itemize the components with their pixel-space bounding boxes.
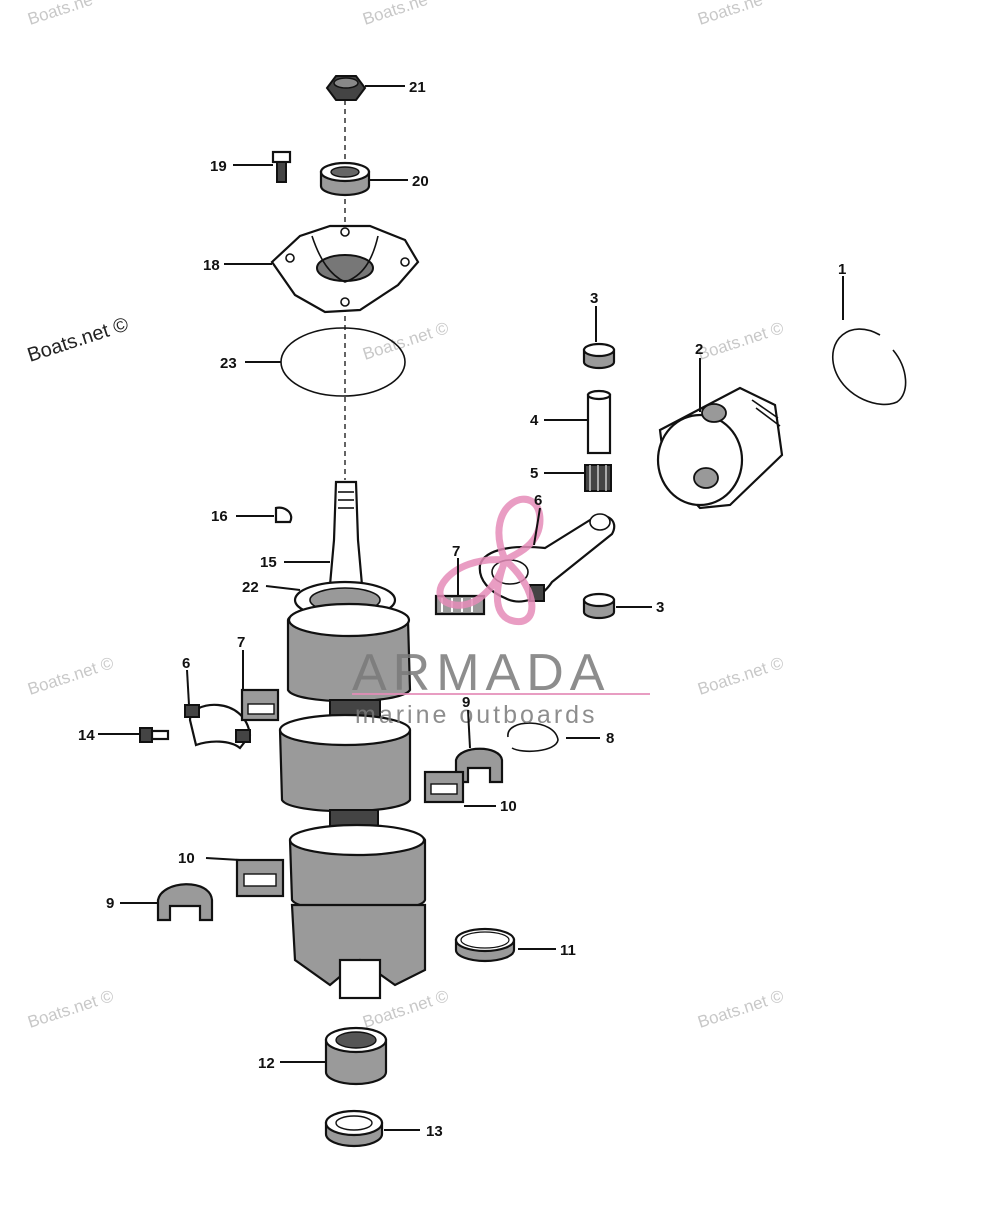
callout-label: 4 [530, 412, 539, 429]
part-crankshaft [278, 480, 427, 1000]
part-pin-retainer-bottom [582, 592, 616, 620]
brand-name: ARMADA [352, 644, 610, 702]
watermark-text: Boats.net © [360, 318, 451, 364]
callout-label: 19 [210, 158, 227, 175]
callout-label: 3 [656, 599, 664, 616]
callout-label: 16 [211, 508, 228, 525]
callout-label: 6 [534, 492, 542, 509]
callout-label: 7 [237, 634, 245, 651]
brand-tagline: marine outboards [355, 701, 598, 729]
leader-lines [98, 85, 844, 1131]
part-bearing-cage-lower-left [235, 858, 285, 898]
callout-label: 2 [695, 341, 703, 358]
watermark-text: Boats.net © [695, 653, 786, 699]
callout-label: 9 [462, 694, 470, 711]
part-retaining-ring [507, 722, 559, 753]
callout-label: 1 [838, 261, 846, 278]
part-bearing-cage-right [423, 770, 465, 804]
watermark-text: Boats.net © [25, 653, 116, 699]
part-piston-pin [586, 389, 612, 455]
callout-label: 6 [182, 655, 190, 672]
part-pin-retainer-top [582, 342, 616, 370]
callout-label: 10 [500, 798, 517, 815]
part-nut [325, 75, 367, 101]
callout-label: 7 [452, 543, 460, 560]
callout-label: 10 [178, 850, 195, 867]
callout-numbers: 1 2 3 3 4 5 6 6 7 7 8 9 9 10 10 11 12 13… [78, 79, 846, 1140]
callout-label: 3 [590, 290, 598, 307]
callout-label: 12 [258, 1055, 275, 1072]
part-piston [656, 386, 784, 510]
part-rod-cap [184, 703, 252, 750]
callout-label: 22 [242, 579, 259, 596]
part-o-ring [280, 327, 406, 397]
callout-label: 14 [78, 727, 95, 744]
armada-logo: ARMADA marine outboards [352, 495, 650, 729]
part-needle-bearing [584, 464, 612, 492]
watermark-text: Boats.ne [25, 0, 95, 29]
callout-label: 8 [606, 730, 614, 747]
part-seal-ring [454, 927, 516, 963]
part-bearing-cage-left [240, 688, 280, 722]
watermark-text: Boats.net © [25, 313, 132, 366]
callout-label: 15 [260, 554, 277, 571]
callout-label: 23 [220, 355, 237, 372]
watermark-text: Boats.net © [695, 318, 786, 364]
part-seal [319, 161, 371, 197]
callout-label: 21 [409, 79, 426, 96]
part-lower-seal [324, 1109, 384, 1148]
callout-label: 5 [530, 465, 538, 482]
watermark-text: Boats.net © [695, 986, 786, 1032]
part-roller-bearing [324, 1026, 388, 1086]
callout-label: 18 [203, 257, 220, 274]
part-screw [139, 727, 170, 743]
watermark-text: Boats.net © [25, 986, 116, 1032]
part-bolt-top [271, 150, 292, 183]
callout-label: 20 [412, 173, 429, 190]
callout-label: 13 [426, 1123, 443, 1140]
part-woodruff-key [274, 506, 293, 524]
part-bearing-half-lower-left [156, 883, 214, 922]
watermark-text: Boats.ne [695, 0, 765, 29]
propeller-mark [436, 495, 544, 626]
callout-label: 11 [560, 942, 576, 959]
callout-label: 9 [106, 895, 114, 912]
part-bearing-half-right [454, 747, 504, 784]
part-piston-ring [832, 328, 907, 406]
part-bearing-housing [270, 224, 420, 314]
watermark-text: Boats.ne [360, 0, 430, 29]
